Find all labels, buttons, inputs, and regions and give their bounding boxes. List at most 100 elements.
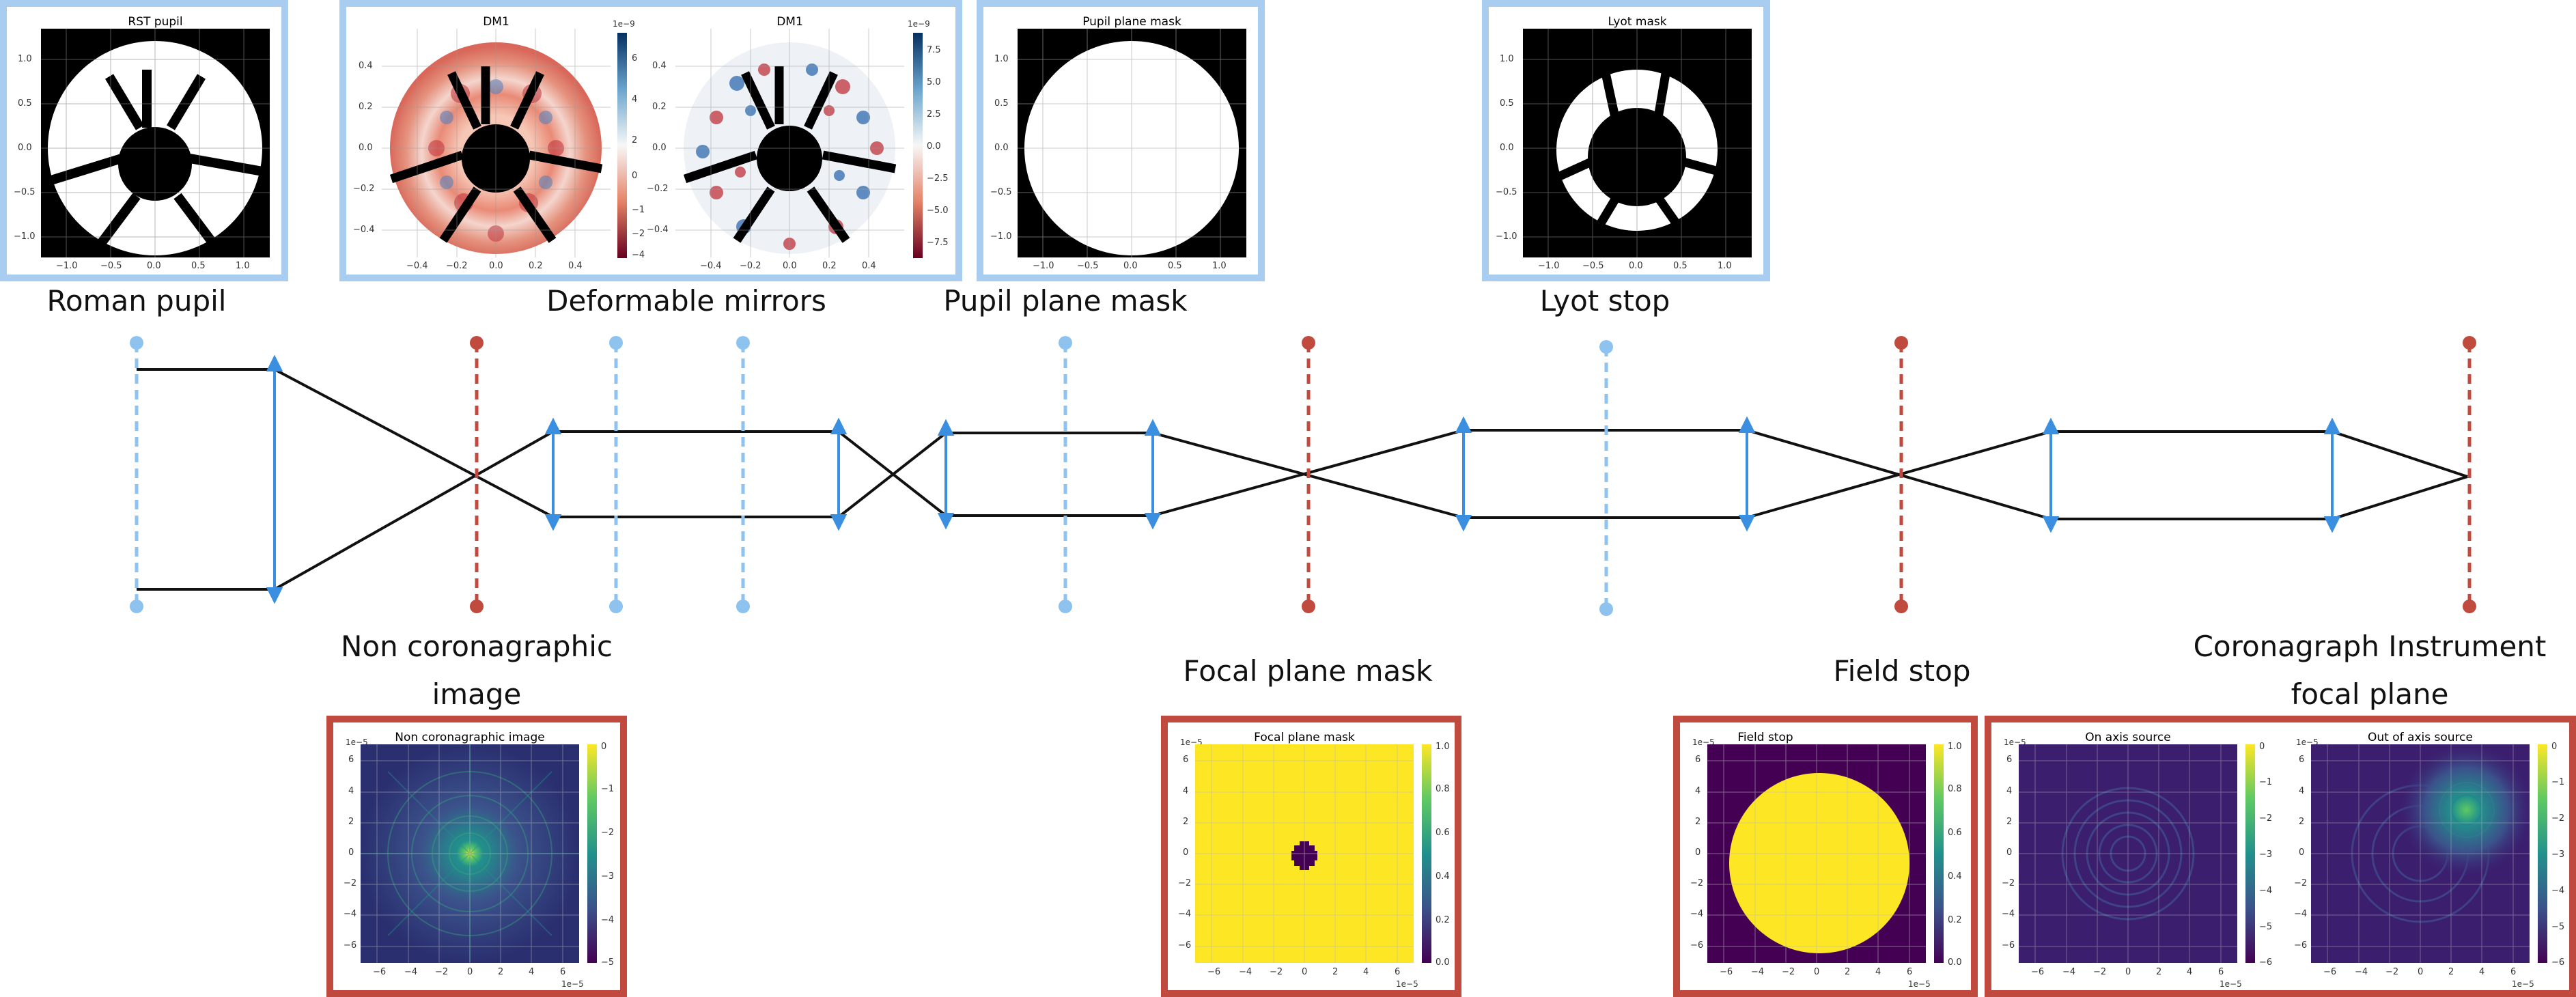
y-tick: 0	[1695, 847, 1701, 858]
axis-exponent: 1e−5	[1396, 979, 1418, 989]
x-tick: 2	[498, 967, 504, 977]
x-tick: −4	[2062, 967, 2076, 977]
plot-title: Pupil plane mask	[1082, 15, 1181, 29]
y-tick: −1.0	[1496, 231, 1517, 242]
dm1-colorbar-b	[913, 33, 923, 258]
plot-title: Field stop	[1737, 731, 1793, 744]
y-tick: 2	[1183, 817, 1189, 827]
field-stop-image	[1707, 744, 1926, 963]
x-tick: 1.0	[236, 261, 250, 271]
cbar-tick: 0.2	[1436, 915, 1450, 925]
dm1-surface-b	[675, 29, 904, 257]
x-tick: −6	[1720, 967, 1733, 977]
x-tick: 0.0	[1629, 261, 1643, 271]
off-axis-source-image	[2311, 744, 2530, 963]
panel-lyot-mask: Lyot mask 1.0 0.5 0.0 −0.5 −1.0 −1.0 −0.…	[1482, 0, 1770, 281]
cbar-tick: 0.6	[1948, 828, 1962, 838]
y-tick: 0.0	[359, 143, 373, 153]
x-tick: 0.4	[568, 261, 583, 271]
pupil-planes	[130, 336, 1613, 616]
y-tick: 0.2	[359, 102, 373, 112]
cbar-tick: 0.0	[1436, 957, 1450, 968]
plot-title: Non coronagraphic image	[395, 731, 545, 744]
x-tick: 0	[2418, 967, 2424, 977]
x-tick: 0	[2125, 967, 2131, 977]
cbar-tick: 7.5	[927, 45, 941, 55]
y-tick: −6	[344, 940, 357, 951]
label-non-coronagraphic-line2: image	[432, 677, 522, 711]
x-tick: 0	[1814, 967, 1820, 977]
x-tick: 2	[1332, 967, 1339, 977]
x-tick: 6	[2510, 967, 2517, 977]
y-tick: 2	[1695, 817, 1701, 827]
y-tick: −4	[1690, 909, 1704, 919]
y-tick: 0.5	[18, 98, 32, 109]
x-tick: 0	[467, 967, 473, 977]
cbar-tick: −2	[2259, 813, 2273, 824]
y-tick: −0.5	[990, 187, 1012, 197]
plot-title: On axis source	[2085, 731, 2171, 744]
x-tick: 0.5	[191, 261, 206, 271]
cbar-tick: −2	[632, 229, 645, 239]
plot-title: DM1	[776, 15, 803, 29]
x-tick: 2	[2448, 967, 2454, 977]
cbar-tick: 0.0	[927, 141, 941, 152]
rst-pupil-image	[41, 29, 270, 257]
y-tick: 1.0	[18, 54, 32, 64]
cbar-tick: 4	[632, 94, 638, 104]
x-tick: 0.4	[862, 261, 876, 271]
axis-exponent: 1e−5	[2220, 979, 2242, 989]
cbar-tick: 5.0	[927, 77, 941, 87]
cbar-tick: −5.0	[927, 206, 949, 216]
y-tick: −2	[344, 878, 357, 888]
y-tick: 0.5	[994, 98, 1009, 109]
y-tick: 6	[1695, 755, 1701, 765]
y-tick: 6	[1183, 755, 1189, 765]
x-tick: −1.0	[56, 261, 78, 271]
y-tick: 0.5	[1500, 98, 1514, 109]
y-tick: 2	[2006, 817, 2013, 827]
x-tick: −2	[1270, 967, 1283, 977]
y-tick: 0.0	[652, 143, 667, 153]
plot-title: Out of axis source	[2368, 731, 2473, 744]
panel-deformable-mirrors: DM1	[339, 0, 962, 281]
cbar-tick: 1.0	[1436, 742, 1450, 752]
x-tick: −1.0	[1033, 261, 1054, 271]
cbar-tick: −4	[2551, 886, 2565, 896]
lenses	[266, 354, 2341, 604]
y-tick: 1.0	[994, 54, 1009, 64]
x-tick: 4	[1875, 967, 1881, 977]
x-tick: 6	[1395, 967, 1401, 977]
panel-focal-plane-mask: Focal plane mask 1e−5 1.0 0.8 0.6 0.4 0.…	[1161, 716, 1461, 997]
cbar-tick: 0.4	[1436, 871, 1450, 882]
x-tick: 4	[529, 967, 535, 977]
x-tick: 2	[1845, 967, 1851, 977]
x-tick: 0	[1302, 967, 1308, 977]
x-tick: 4	[1363, 967, 1369, 977]
x-tick: −0.4	[700, 261, 722, 271]
y-tick: −1.0	[14, 231, 36, 242]
y-tick: −0.4	[353, 225, 375, 235]
cbar-tick: −5	[2259, 922, 2273, 932]
x-tick: −4	[1751, 967, 1765, 977]
y-tick: 6	[2299, 755, 2305, 765]
y-tick: −1.0	[990, 231, 1012, 242]
y-tick: −0.4	[647, 225, 669, 235]
x-tick: 0.0	[489, 261, 503, 271]
focal-plane-mask-image	[1195, 744, 1414, 963]
y-tick: 0.2	[652, 102, 667, 112]
cbar-tick: −2	[2551, 813, 2565, 824]
cbar-tick: −4	[2259, 886, 2273, 896]
y-tick: 4	[2006, 786, 2013, 796]
y-tick: −2	[2294, 878, 2308, 888]
y-tick: −6	[2002, 940, 2015, 951]
non-coronagraphic-psf	[361, 744, 579, 963]
on-axis-source-image	[2019, 744, 2237, 963]
x-tick: −0.5	[1077, 261, 1099, 271]
x-tick: 1.0	[1718, 261, 1732, 271]
x-tick: −4	[1239, 967, 1252, 977]
x-tick: −1.0	[1538, 261, 1560, 271]
y-tick: 0.0	[18, 143, 32, 153]
colorbar-viridis	[1934, 744, 1944, 963]
